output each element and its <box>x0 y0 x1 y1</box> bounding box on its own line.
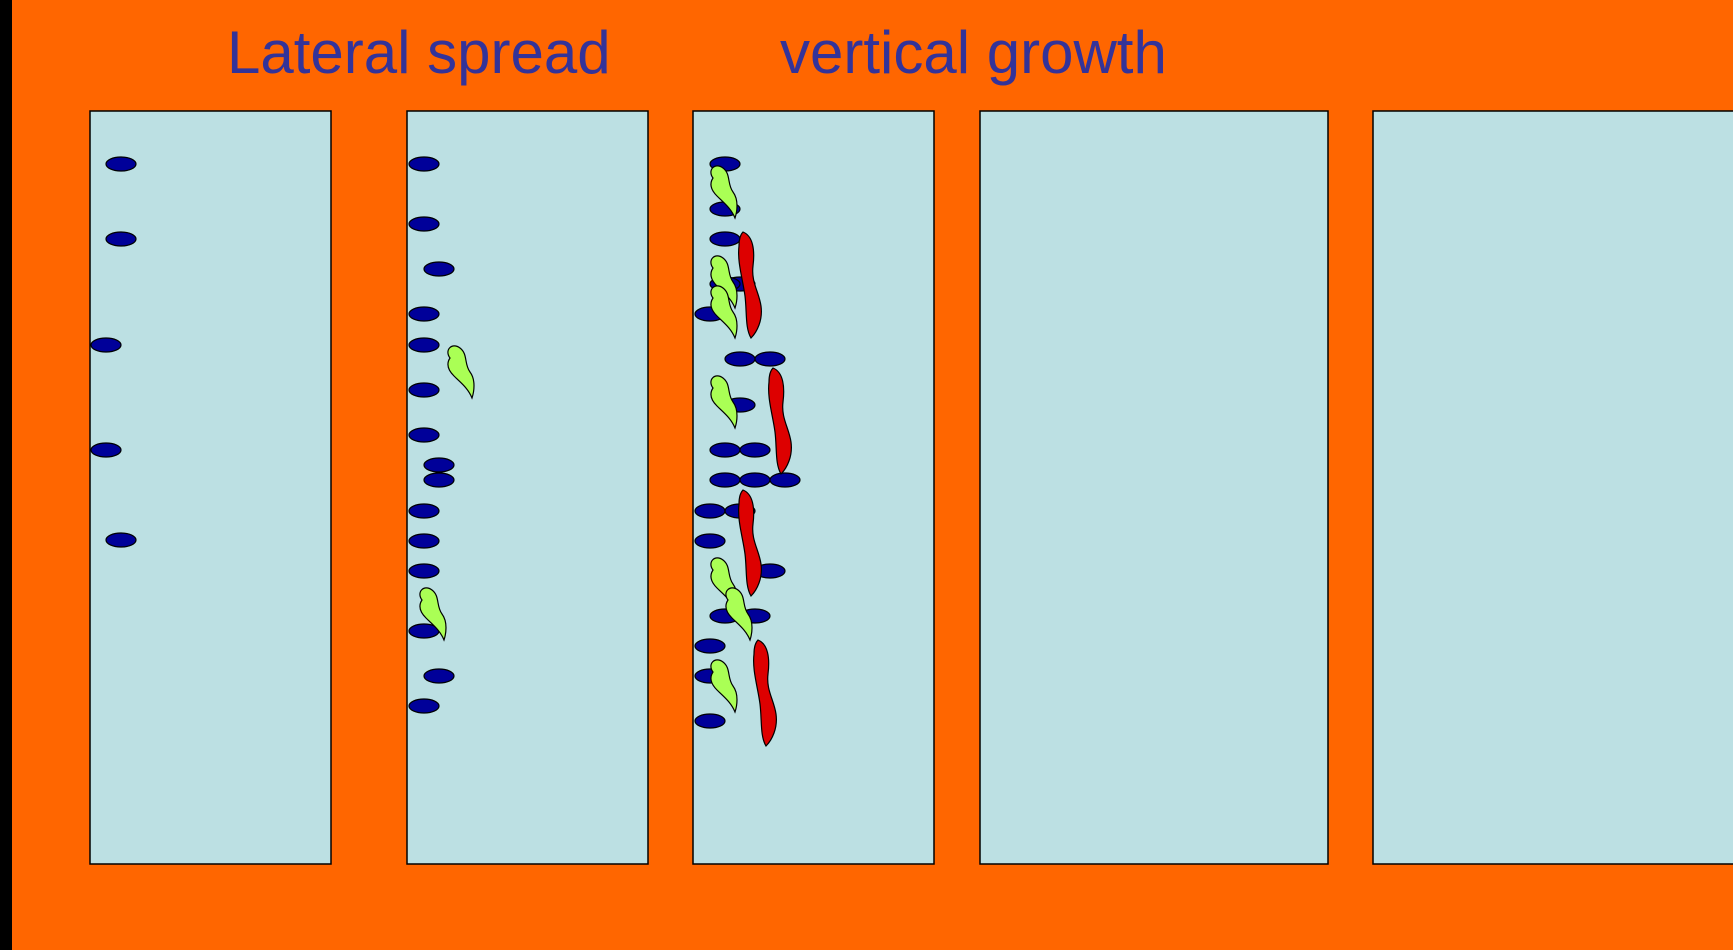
melanocyte-cell <box>408 306 440 322</box>
invasive-cell-body <box>738 231 762 339</box>
melanocyte-cell <box>408 698 440 714</box>
melanocyte-cell <box>90 337 122 353</box>
melanocyte-cell <box>408 382 440 398</box>
melanocyte-cell <box>769 472 801 488</box>
melanocyte-cell <box>739 442 771 458</box>
melanocyte-cell <box>694 638 726 654</box>
atypical-cell-body <box>725 587 753 642</box>
melanocyte-cell <box>105 231 137 247</box>
melanocyte-cell <box>754 351 786 367</box>
melanocyte-cell <box>105 532 137 548</box>
atypical-cell <box>725 587 753 642</box>
melanocyte-cell <box>408 503 440 519</box>
atypical-cell-body <box>710 375 738 430</box>
melanocyte-cell <box>423 261 455 277</box>
melanocyte-cell <box>90 442 122 458</box>
invasive-cell-body <box>753 639 777 747</box>
melanocyte-cell <box>408 156 440 172</box>
diagram <box>89 110 1733 865</box>
invasive-cell <box>738 231 762 339</box>
title-lateral-spread: Lateral spread <box>227 19 611 86</box>
melanocyte-cell <box>423 457 455 473</box>
panel-stage-5 <box>1372 110 1733 865</box>
slide: Lateral spread vertical growth <box>12 0 1733 950</box>
melanocyte-cell <box>423 472 455 488</box>
atypical-cell-body <box>419 587 447 642</box>
atypical-cell-body <box>710 165 738 220</box>
melanocyte-cell <box>709 472 741 488</box>
invasive-cell <box>768 367 792 475</box>
atypical-cell-body <box>710 285 738 340</box>
panel-stage-4 <box>979 110 1329 865</box>
melanocyte-cell <box>724 351 756 367</box>
melanocyte-cell <box>694 533 726 549</box>
panel-stage-3 <box>692 110 935 865</box>
melanocyte-cell <box>694 503 726 519</box>
invasive-cell-body <box>738 489 762 597</box>
melanocyte-cell <box>408 563 440 579</box>
atypical-cell <box>710 255 738 310</box>
atypical-cell <box>710 165 738 220</box>
atypical-cell-body <box>710 659 738 714</box>
melanocyte-cell <box>408 216 440 232</box>
invasive-cell <box>753 639 777 747</box>
melanocyte-cell <box>709 231 741 247</box>
title-vertical-growth: vertical growth <box>780 19 1167 86</box>
melanocyte-cell <box>105 156 137 172</box>
melanocyte-cell <box>739 472 771 488</box>
melanocyte-cell <box>694 713 726 729</box>
panel-stage-1 <box>89 110 332 865</box>
atypical-cell-body <box>447 345 475 400</box>
atypical-cell <box>447 345 475 400</box>
atypical-cell <box>710 375 738 430</box>
atypical-cell-body <box>710 255 738 310</box>
atypical-cell <box>710 285 738 340</box>
melanocyte-cell <box>408 533 440 549</box>
atypical-cell <box>710 659 738 714</box>
invasive-cell <box>738 489 762 597</box>
atypical-cell <box>419 587 447 642</box>
invasive-cell-body <box>768 367 792 475</box>
melanocyte-cell <box>423 668 455 684</box>
melanocyte-cell <box>408 427 440 443</box>
panel-stage-2 <box>406 110 649 865</box>
melanocyte-cell <box>709 442 741 458</box>
melanocyte-cell <box>408 337 440 353</box>
